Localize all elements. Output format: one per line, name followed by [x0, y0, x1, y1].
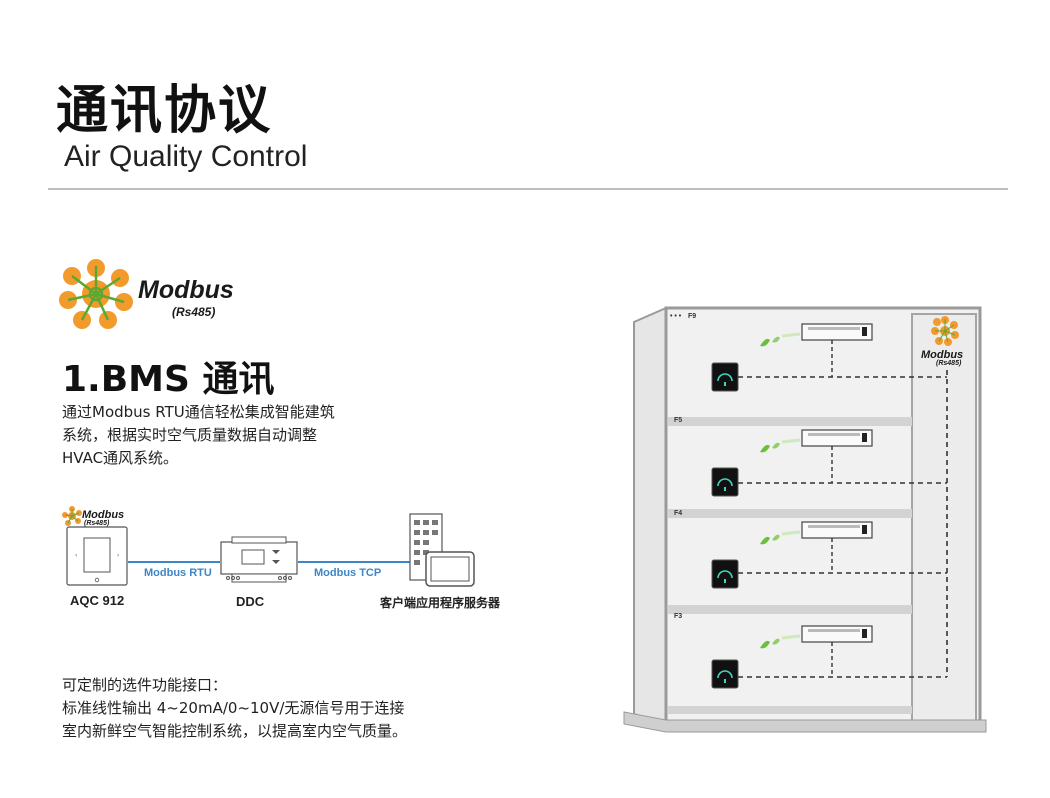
building-modbus-subtext: (Rs485) [936, 360, 962, 367]
tcp-link-label: Modbus TCP [314, 567, 382, 579]
airflow-stream [781, 530, 801, 536]
description-line: 系统，根据实时空气质量数据自动调整 [62, 426, 318, 444]
small-modbus-subtext: (Rs485) [84, 520, 110, 527]
rtu-link-line [128, 561, 220, 563]
aqc-panel-icon [711, 559, 739, 589]
ac-unit-vent [808, 525, 860, 528]
floor-label: F4 [674, 510, 682, 517]
airflow-leaf-icon [772, 442, 780, 449]
page-title: 通讯协议 [56, 81, 273, 141]
ac-unit-icon [801, 323, 873, 341]
section-description: 通过Modbus RTU通信轻松集成智能建筑 系统，根据实时空气质量数据自动调整… [62, 401, 392, 470]
ac-unit-icon [801, 521, 873, 539]
floor-label: F5 [674, 417, 682, 424]
airflow-leaf-icon [772, 534, 780, 541]
server-label: 客户端应用程序服务器 [380, 596, 501, 610]
ddc-label: DDC [236, 594, 265, 609]
ac-unit-display [862, 433, 867, 442]
aqc-panel-dial [717, 478, 733, 487]
airflow-leaf-icon [760, 640, 770, 649]
aqc-panel-icon [711, 659, 739, 689]
aqc-panel-dial [717, 373, 733, 382]
description-line: 通过Modbus RTU通信轻松集成智能建筑 [62, 403, 335, 421]
server-building-icon [409, 513, 475, 587]
building-modbus-logo-icon [931, 316, 959, 346]
ac-unit-display [862, 525, 867, 534]
options-line: 可定制的选件功能接口： [62, 676, 228, 694]
tcp-link-line [298, 561, 412, 563]
options-line: 室内新鲜空气智能控制系统，以提高室内空气质量。 [62, 722, 408, 740]
ac-unit-display [862, 327, 867, 336]
page-subtitle: Air Quality Control [64, 140, 308, 173]
airflow-stream [781, 634, 801, 640]
aqc912-device-icon: ‹ › [66, 526, 128, 586]
aqc-panel-dial [717, 570, 733, 579]
section-title: 1.BMS 通讯 [62, 359, 275, 400]
ac-unit-display [862, 629, 867, 638]
aqc-panel-indicator [724, 487, 726, 491]
ddc-device-icon [220, 536, 298, 583]
options-description: 可定制的选件功能接口： 标准线性输出 4~20mA/0~10V/无源信号用于连接… [62, 674, 442, 743]
svg-text:‹: ‹ [75, 552, 77, 559]
building-top-marker: • • • [670, 313, 682, 320]
aqc-panel-dial [717, 670, 733, 679]
aqc912-label: AQC 912 [70, 593, 125, 608]
small-modbus-logo-icon [62, 506, 82, 526]
ac-unit-vent [808, 629, 860, 632]
airflow-leaf-icon [760, 338, 770, 347]
airflow-stream [781, 438, 801, 444]
aqc-panel-indicator [724, 679, 726, 683]
description-line: HVAC通风系统。 [62, 449, 179, 467]
ac-unit-icon [801, 625, 873, 643]
ac-unit-icon [801, 429, 873, 447]
airflow-leaf-icon [772, 336, 780, 343]
ac-unit-vent [808, 433, 860, 436]
ac-unit-vent [808, 327, 860, 330]
airflow-leaf-icon [772, 638, 780, 645]
header-divider [48, 188, 1008, 190]
airflow-stream [781, 332, 801, 338]
modbus-logo-text: Modbus [138, 276, 234, 304]
floor-label: F3 [674, 613, 682, 620]
airflow-leaf-icon [760, 536, 770, 545]
building-modbus-text: Modbus [921, 349, 964, 361]
modbus-logo-icon [59, 259, 133, 329]
rtu-link-label: Modbus RTU [144, 567, 212, 579]
modbus-logo-subtext: (Rs485) [172, 305, 216, 319]
aqc-panel-indicator [724, 579, 726, 583]
aqc-panel-indicator [724, 382, 726, 386]
aqc-panel-icon [711, 362, 739, 392]
floor-label: F9 [688, 313, 696, 320]
options-line: 标准线性输出 4~20mA/0~10V/无源信号用于连接 [62, 699, 405, 717]
small-modbus-text: Modbus [82, 509, 125, 521]
svg-text:›: › [117, 552, 119, 559]
airflow-leaf-icon [760, 444, 770, 453]
aqc-panel-icon [711, 467, 739, 497]
